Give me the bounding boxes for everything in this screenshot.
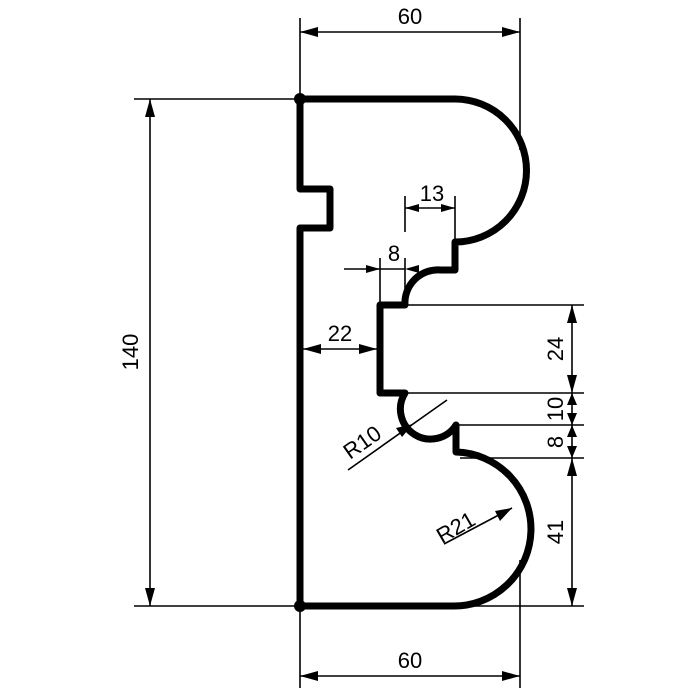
dimension-lower-bulge-label: 41 bbox=[543, 520, 568, 544]
dimension-radius-large: R21 bbox=[432, 506, 513, 548]
dimension-recess-depth: 22 bbox=[303, 321, 377, 354]
dimension-bottom-width: 60 bbox=[299, 560, 521, 688]
dimension-upper-step: 13 bbox=[404, 181, 456, 240]
dimension-total-height-label: 140 bbox=[118, 334, 143, 371]
dimension-top-width: 60 bbox=[299, 4, 521, 150]
dimension-step-offset: 8 bbox=[344, 241, 419, 302]
dimension-recess-height-label: 24 bbox=[543, 337, 568, 361]
dimension-total-height: 140 bbox=[118, 98, 296, 607]
dimension-step-height-label: 8 bbox=[543, 436, 568, 448]
dimension-upper-step-label: 13 bbox=[420, 181, 444, 206]
dimension-radius-small-label: R10 bbox=[339, 420, 386, 464]
profile-outline bbox=[296, 95, 535, 610]
dimension-recess-depth-label: 22 bbox=[328, 321, 352, 346]
dimension-top-width-label: 60 bbox=[398, 4, 422, 29]
dimension-radius-large-label: R21 bbox=[432, 506, 479, 548]
dimension-bottom-width-label: 60 bbox=[398, 648, 422, 673]
dimension-right-chain: 24 10 8 41 bbox=[405, 304, 584, 607]
profile-corner-dot-top bbox=[294, 93, 306, 105]
dimension-radius-small: R10 bbox=[339, 399, 448, 471]
dimension-step-offset-label: 8 bbox=[388, 241, 400, 266]
dimension-small-gap-label: 10 bbox=[543, 397, 568, 421]
profile-corner-dot-bottom bbox=[294, 600, 306, 612]
